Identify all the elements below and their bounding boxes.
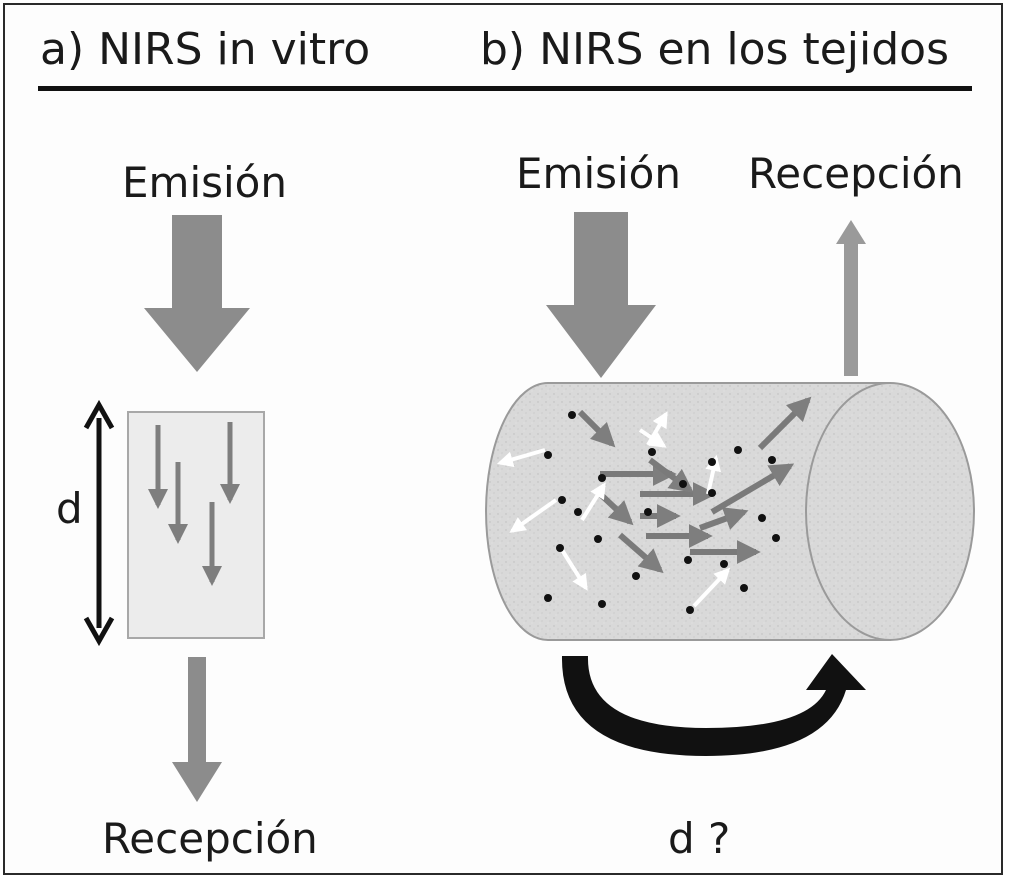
panel-a-emission-label: Emisión [122,158,287,207]
panel-a-sample-box [127,411,265,639]
panel-b-emission-arrow [546,212,656,378]
panel-b-distance-arc [561,654,866,756]
panel-a-emission-arrow [144,215,250,372]
title-divider [38,86,972,91]
panel-b-reception-arrow [836,220,866,376]
panel-b-reception-label: Recepción [748,149,964,198]
panel-b-title: b) NIRS en los tejidos [480,24,950,75]
panel-b-distance-label: d ? [668,814,731,863]
panel-a-distance-label: d [56,484,83,533]
tissue-cylinder-cap [805,382,975,641]
panel-a-reception-label: Recepción [102,814,318,863]
panel-a-title: a) NIRS in vitro [40,24,371,75]
panel-b-emission-label: Emisión [516,149,681,198]
panel-a-transmitted-arrows [148,422,240,586]
panel-a-distance-arrow [83,399,115,647]
panel-b-particles [544,411,780,614]
panel-a-reception-arrow [172,657,222,802]
